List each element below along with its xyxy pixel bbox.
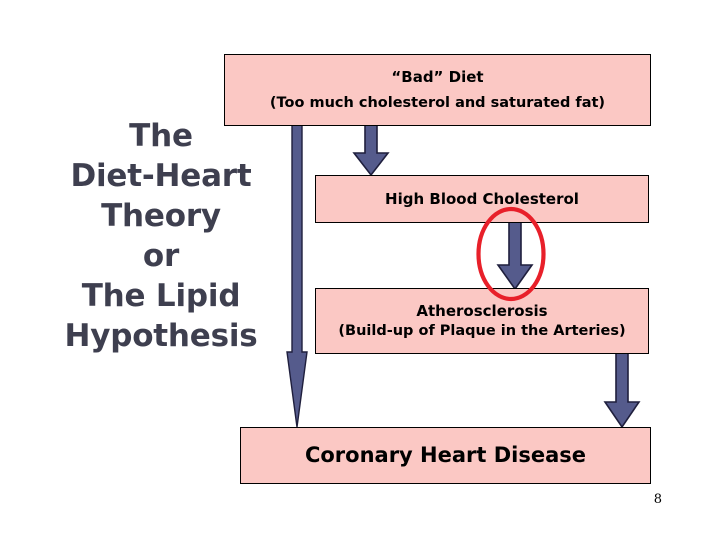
node-bad-diet-line2: (Too much cholesterol and saturated fat)	[269, 94, 606, 111]
node-bad-diet[interactable]: “Bad” Diet (Too much cholesterol and sat…	[224, 54, 651, 126]
node-high-blood-cholesterol-line1: High Blood Cholesterol	[385, 189, 579, 208]
arrow-atherosclerosis-to-coronary-heart-disease	[603, 352, 641, 429]
arrow-bad-diet-to-coronary-heart-disease	[286, 122, 308, 428]
node-atherosclerosis[interactable]: Atherosclerosis (Build-up of Plaque in t…	[315, 288, 649, 354]
node-coronary-heart-disease[interactable]: Coronary Heart Disease	[240, 427, 651, 484]
node-high-blood-cholesterol[interactable]: High Blood Cholesterol	[315, 175, 649, 223]
page-number: 8	[653, 492, 662, 507]
node-atherosclerosis-line2: (Build-up of Plaque in the Arteries)	[338, 323, 626, 340]
arrow-high-blood-cholesterol-to-atherosclerosis	[496, 221, 534, 291]
node-coronary-heart-disease-line1: Coronary Heart Disease	[304, 443, 587, 468]
page-title: The Diet-Heart Theory or The Lipid Hypot…	[64, 118, 258, 354]
node-bad-diet-line1: “Bad” Diet	[391, 68, 484, 87]
node-atherosclerosis-line1: Atherosclerosis	[416, 301, 548, 320]
arrow-bad-diet-to-high-blood-cholesterol	[352, 123, 390, 177]
